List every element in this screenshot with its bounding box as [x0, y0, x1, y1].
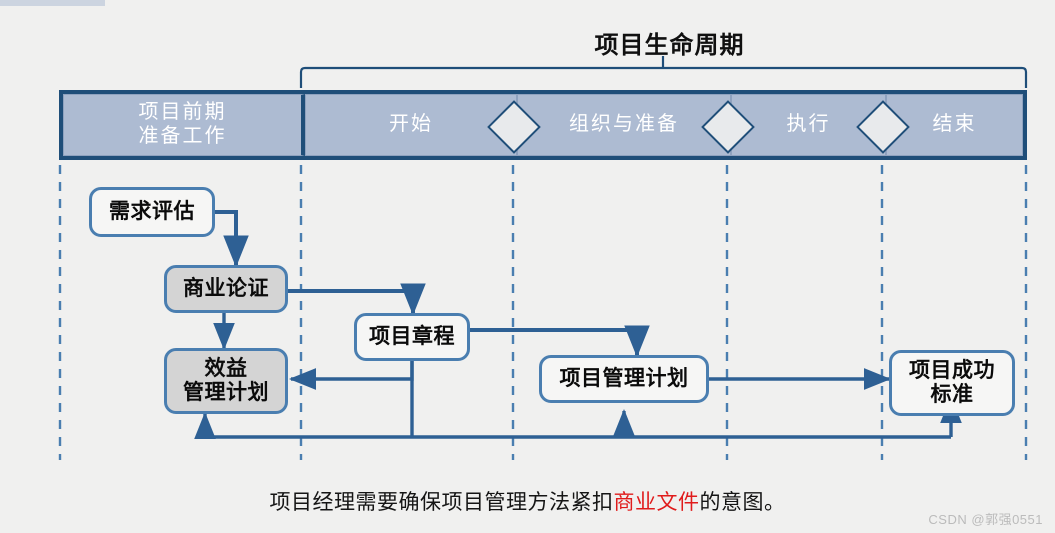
watermark: CSDN @郭强0551 — [928, 512, 1043, 527]
lifecycle-phase-bar: 项目前期 准备工作 开始 组织与准备 执行 结束 — [59, 90, 1027, 160]
lifecycle-bracket — [299, 56, 1028, 88]
caption: 项目经理需要确保项目管理方法紧扣商业文件的意图。 — [0, 486, 1055, 516]
page-title-text: 项目生命周期 — [594, 32, 745, 59]
caption-after: 的意图。 — [699, 491, 786, 514]
node-business-case[interactable]: 商业论证 — [164, 265, 288, 313]
node-label-business-case: 商业论证 — [183, 277, 269, 301]
phase-label-start: 开始 — [389, 113, 433, 136]
node-project-management-plan[interactable]: 项目管理计划 — [539, 355, 709, 403]
node-label-benefit-plan: 效益 管理计划 — [183, 357, 269, 404]
node-project-charter[interactable]: 项目章程 — [354, 313, 470, 361]
node-label-success-criteria: 项目成功 标准 — [909, 359, 995, 406]
phase-label-organize: 组织与准备 — [569, 113, 679, 136]
flow-connectors — [194, 210, 962, 440]
phase-dashed-separators — [58, 165, 1028, 460]
phase-label-pre: 项目前期 准备工作 — [138, 101, 227, 147]
page-title: 项目生命周期 — [0, 25, 1055, 60]
node-label-project-charter: 项目章程 — [369, 325, 455, 349]
phase-cell-start[interactable]: 开始 — [305, 94, 541, 156]
phase-cell-pre[interactable]: 项目前期 准备工作 — [63, 94, 305, 156]
node-label-need-assessment: 需求评估 — [109, 200, 195, 224]
top-decorative-bar — [0, 0, 105, 6]
phase-cell-organize[interactable]: 组织与准备 — [517, 94, 755, 156]
phase-label-execute: 执行 — [786, 113, 831, 136]
phase-label-close: 结束 — [932, 113, 977, 136]
caption-highlight: 商业文件 — [613, 491, 700, 514]
node-need-assessment[interactable]: 需求评估 — [89, 187, 215, 237]
node-benefit-plan[interactable]: 效益 管理计划 — [164, 348, 288, 414]
phase-cell-execute[interactable]: 执行 — [731, 94, 910, 156]
node-label-project-management-plan: 项目管理计划 — [559, 367, 689, 391]
caption-before: 项目经理需要确保项目管理方法紧扣 — [269, 491, 614, 514]
node-success-criteria[interactable]: 项目成功 标准 — [889, 350, 1015, 416]
